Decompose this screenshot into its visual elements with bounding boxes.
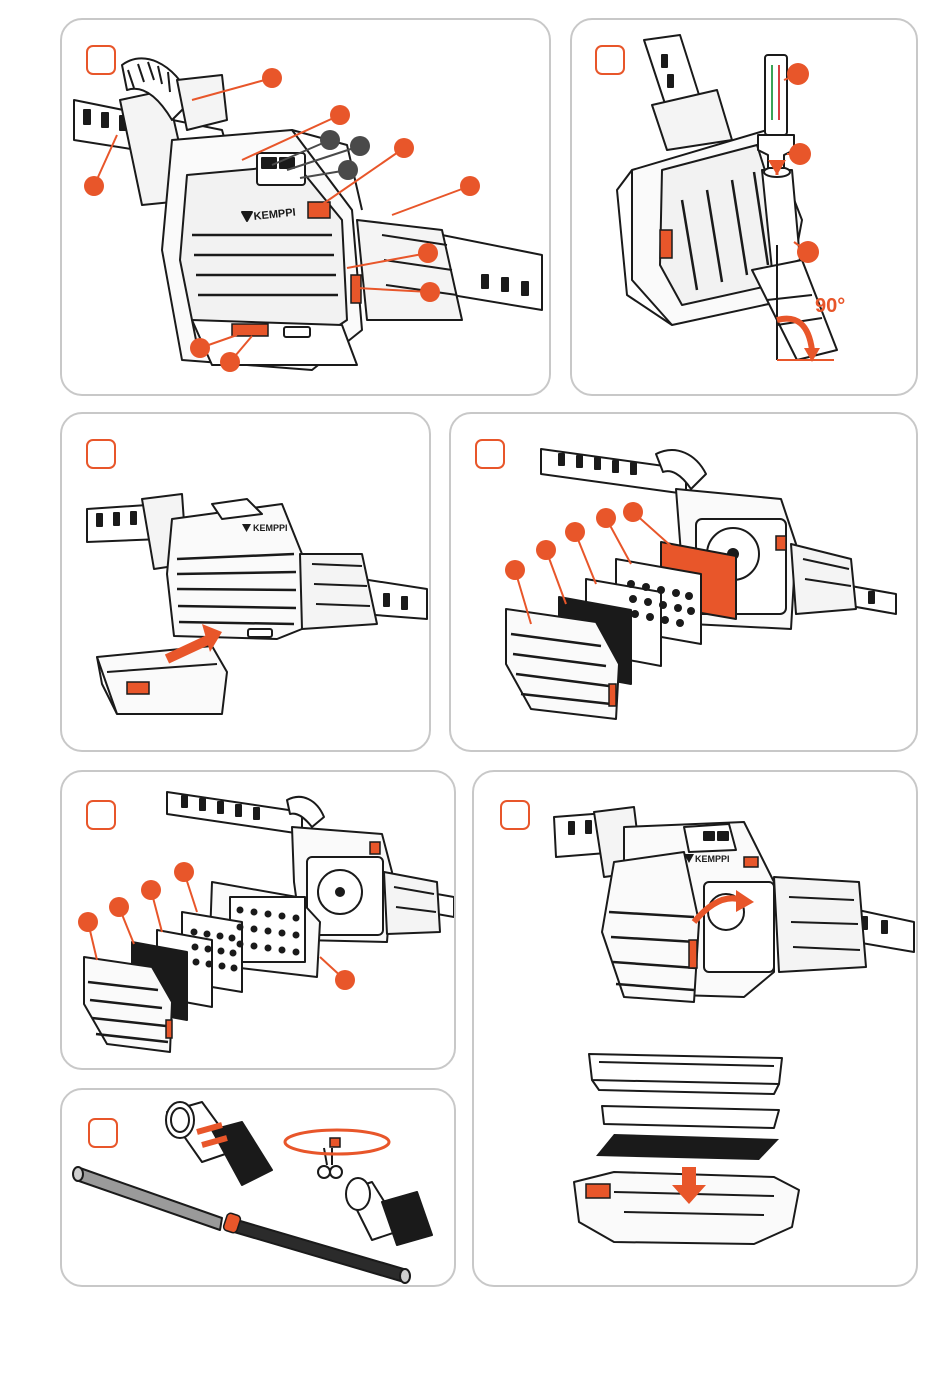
callout-outlet [797,241,819,263]
step-marker-6 [500,800,530,830]
callout-filter-cover [190,338,210,358]
callout-honeycomb [174,862,194,882]
callout-carbon-frame [596,508,616,528]
callout-latch-lower [420,282,440,302]
callout-indicator-2 [350,136,370,156]
down-arrow-shaft [682,1167,696,1187]
zip-tie-head [330,1138,340,1147]
brand-logo-text-3: KEMPPI [695,854,730,864]
angle-label: 90° [815,295,845,318]
callout-indicator-1 [320,130,340,150]
step-marker-7 [88,1118,118,1148]
callout-hose-connector [262,68,282,88]
callout-prefilter [623,502,643,522]
illustration-unit-overview: KEMPPI [62,20,551,396]
callout-carbon-filter [536,540,556,560]
cover-release-highlight [127,682,149,694]
filter-release-highlight [232,324,268,336]
callout-housing [335,970,355,990]
illustration-attach-cover: KEMPPI [62,414,431,752]
callout-latch-upper [418,243,438,263]
callout-belt-clip [460,176,480,196]
callout-spacer-2 [141,880,161,900]
callout-belt [84,176,104,196]
callout-flow-meter [787,63,809,85]
illustration-filter-exploded [451,414,918,752]
callout-cover [505,560,525,580]
illustration-replace-filter: KEMPPI [474,772,918,1287]
illustration-filter-housing [62,772,456,1070]
latch-highlight [660,230,672,258]
panel-filter-exploded [449,412,918,752]
callout-filter-release [220,352,240,372]
callout-display [330,105,350,125]
brand-logo-text-2: KEMPPI [253,523,288,533]
illustration-hose-assembly [62,1090,456,1287]
callout-meter-adapter [789,143,811,165]
panel-airflow-test: 90° [570,18,918,396]
power-button-highlight [308,202,330,218]
panel-replace-filter: KEMPPI [472,770,918,1287]
callout-cover-2 [78,912,98,932]
step-marker-2 [595,45,625,75]
panel-hose-assembly [60,1088,456,1287]
callout-carbon-2 [109,897,129,917]
panel-unit-overview: KEMPPI [60,18,551,396]
panel-attach-cover: KEMPPI [60,412,431,752]
callout-spacer [565,522,585,542]
illustration-airflow-test [572,20,918,396]
step-marker-1 [86,45,116,75]
dark-filter-layer [596,1134,779,1160]
callout-indicator-3 [338,160,358,180]
panel-filter-housing [60,770,456,1070]
step-marker-5 [86,800,116,830]
step-marker-4 [475,439,505,469]
step-marker-3 [86,439,116,469]
callout-power-button [394,138,414,158]
